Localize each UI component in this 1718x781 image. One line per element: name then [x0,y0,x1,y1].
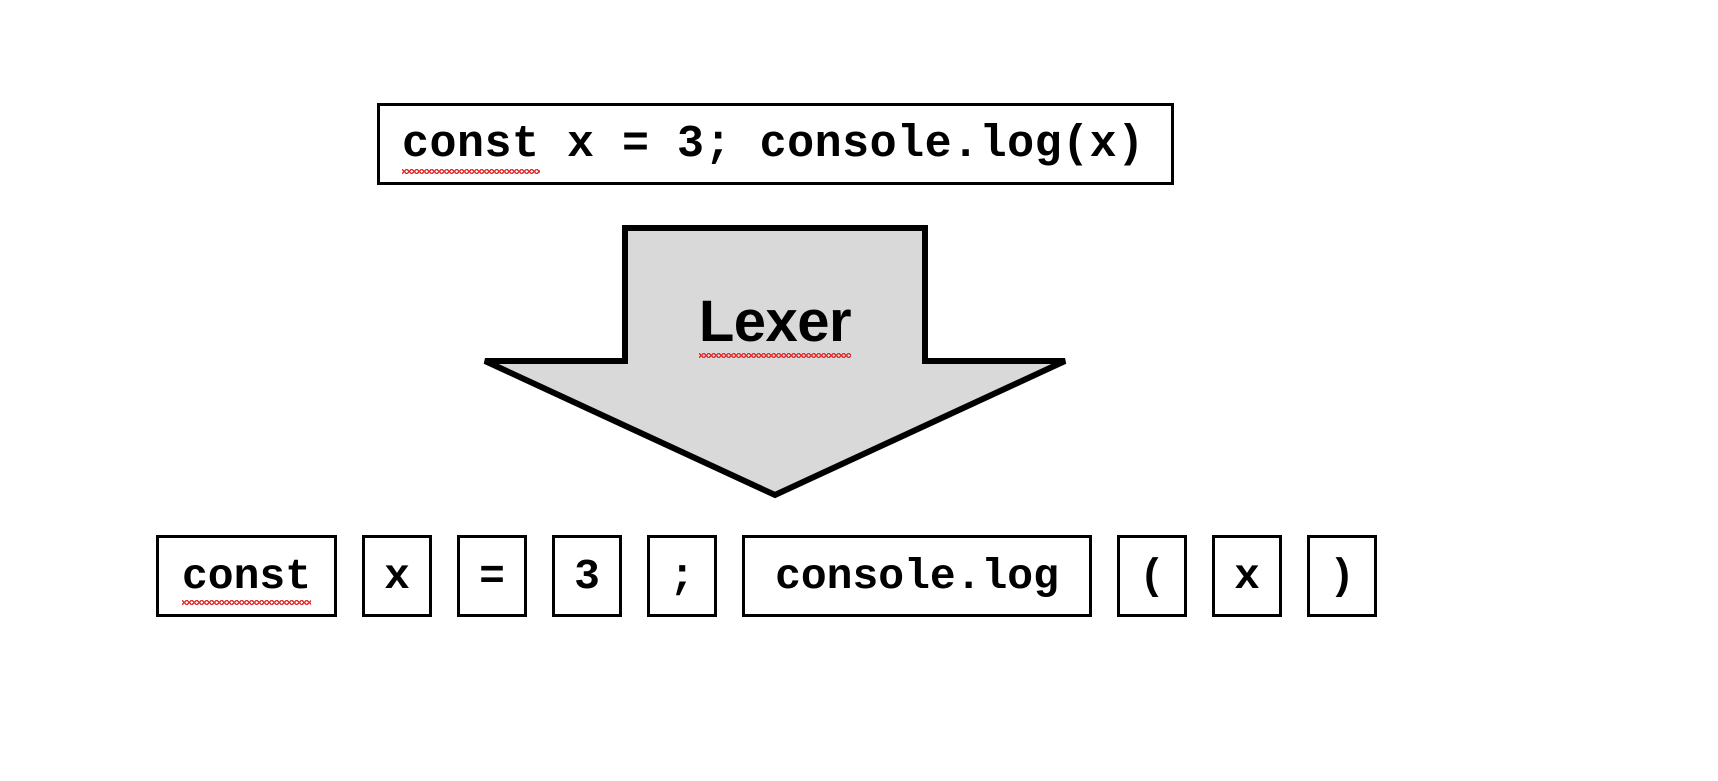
token-label: x [1234,551,1260,601]
token-label: const [181,551,312,605]
token-label: x [384,551,410,601]
source-code-text: const x = 3; console.log(x) [402,118,1145,174]
lexer-arrow-shape [483,225,1067,499]
token-box[interactable]: ) [1307,535,1377,617]
source-code-box[interactable]: const x = 3; console.log(x) [377,103,1174,185]
token-label: ( [1139,551,1165,601]
token-box[interactable]: x [362,535,432,617]
lexer-arrow[interactable]: Lexer [460,218,1090,503]
source-code-misspelled-word: const [402,118,540,174]
source-code-remainder: x = 3; console.log(x) [539,118,1145,170]
token-label: ; [669,551,695,601]
token-box[interactable]: console.log [742,535,1092,617]
token-box[interactable]: = [457,535,527,617]
token-box[interactable]: 3 [552,535,622,617]
token-box[interactable]: ; [647,535,717,617]
token-label: ) [1329,551,1355,601]
token-label: = [479,551,505,601]
token-box[interactable]: ( [1117,535,1187,617]
token-stream: const x = 3 ; console.log ( x ) [156,535,1377,617]
token-label: 3 [574,551,600,601]
token-box[interactable]: x [1212,535,1282,617]
token-box[interactable]: const [156,535,337,617]
token-label: console.log [775,551,1059,601]
